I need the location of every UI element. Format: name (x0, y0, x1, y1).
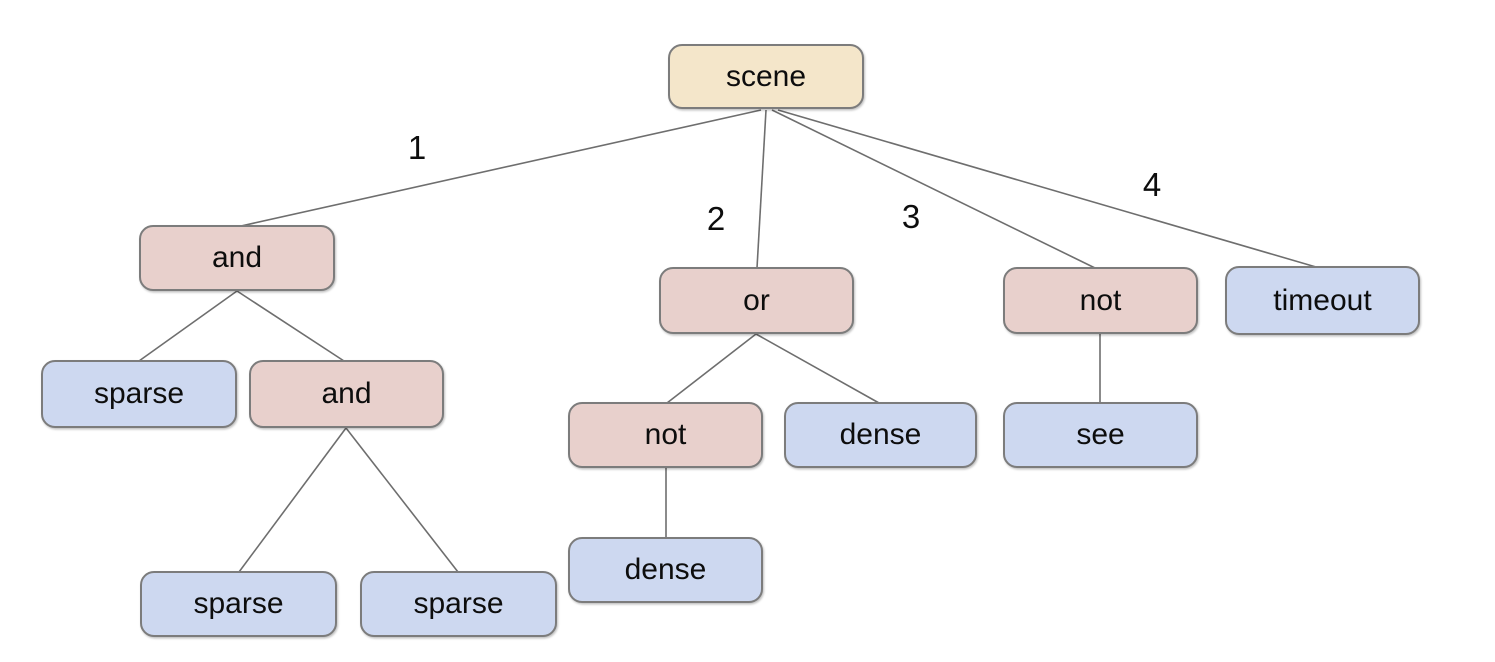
node-dense-1-label: dense (839, 418, 922, 451)
edge-and2-sparse2 (238, 427, 347, 573)
node-dense-2: dense (568, 537, 763, 603)
node-sparse-3-label: sparse (413, 587, 504, 620)
node-scene-label: scene (725, 59, 807, 93)
node-and-1: and (139, 225, 335, 291)
node-sparse-1: sparse (41, 360, 237, 428)
node-or: or (659, 267, 854, 334)
edge-scene-and (240, 109, 762, 227)
node-dense-2-label: dense (624, 553, 707, 586)
edge-scene-or (756, 109, 767, 269)
edge-label-4: 4 (1143, 166, 1161, 203)
node-not-2: not (568, 402, 763, 468)
node-sparse-2-label: sparse (193, 587, 284, 620)
edge-or-dense (755, 333, 880, 404)
node-sparse-2: sparse (140, 571, 337, 637)
node-not-1: not (1003, 267, 1198, 334)
node-sparse-3: sparse (360, 571, 557, 637)
edge-label-2: 2 (707, 200, 725, 237)
node-not-2-label: not (644, 418, 687, 451)
node-dense-1: dense (784, 402, 977, 468)
node-and-2-label: and (321, 377, 372, 410)
node-timeout: timeout (1225, 266, 1420, 335)
edge-and2-sparse3 (345, 427, 459, 573)
edge-and-sparse (138, 290, 238, 362)
node-and-1-label: and (211, 241, 263, 274)
edge-and-and (236, 290, 345, 362)
node-see: see (1003, 402, 1198, 468)
node-sparse-1-label: sparse (93, 377, 185, 410)
node-see-label: see (1076, 418, 1125, 451)
node-or-label: or (743, 283, 770, 317)
edge-or-not (666, 333, 757, 404)
edge-label-3: 3 (902, 198, 920, 235)
node-timeout-label: timeout (1273, 283, 1372, 317)
node-and-2: and (249, 360, 444, 428)
edge-scene-timeout (777, 109, 1317, 268)
node-not-1-label: not (1079, 283, 1122, 317)
edge-scene-not (771, 109, 1096, 269)
node-scene: scene (668, 44, 864, 109)
edge-label-1: 1 (408, 129, 426, 166)
